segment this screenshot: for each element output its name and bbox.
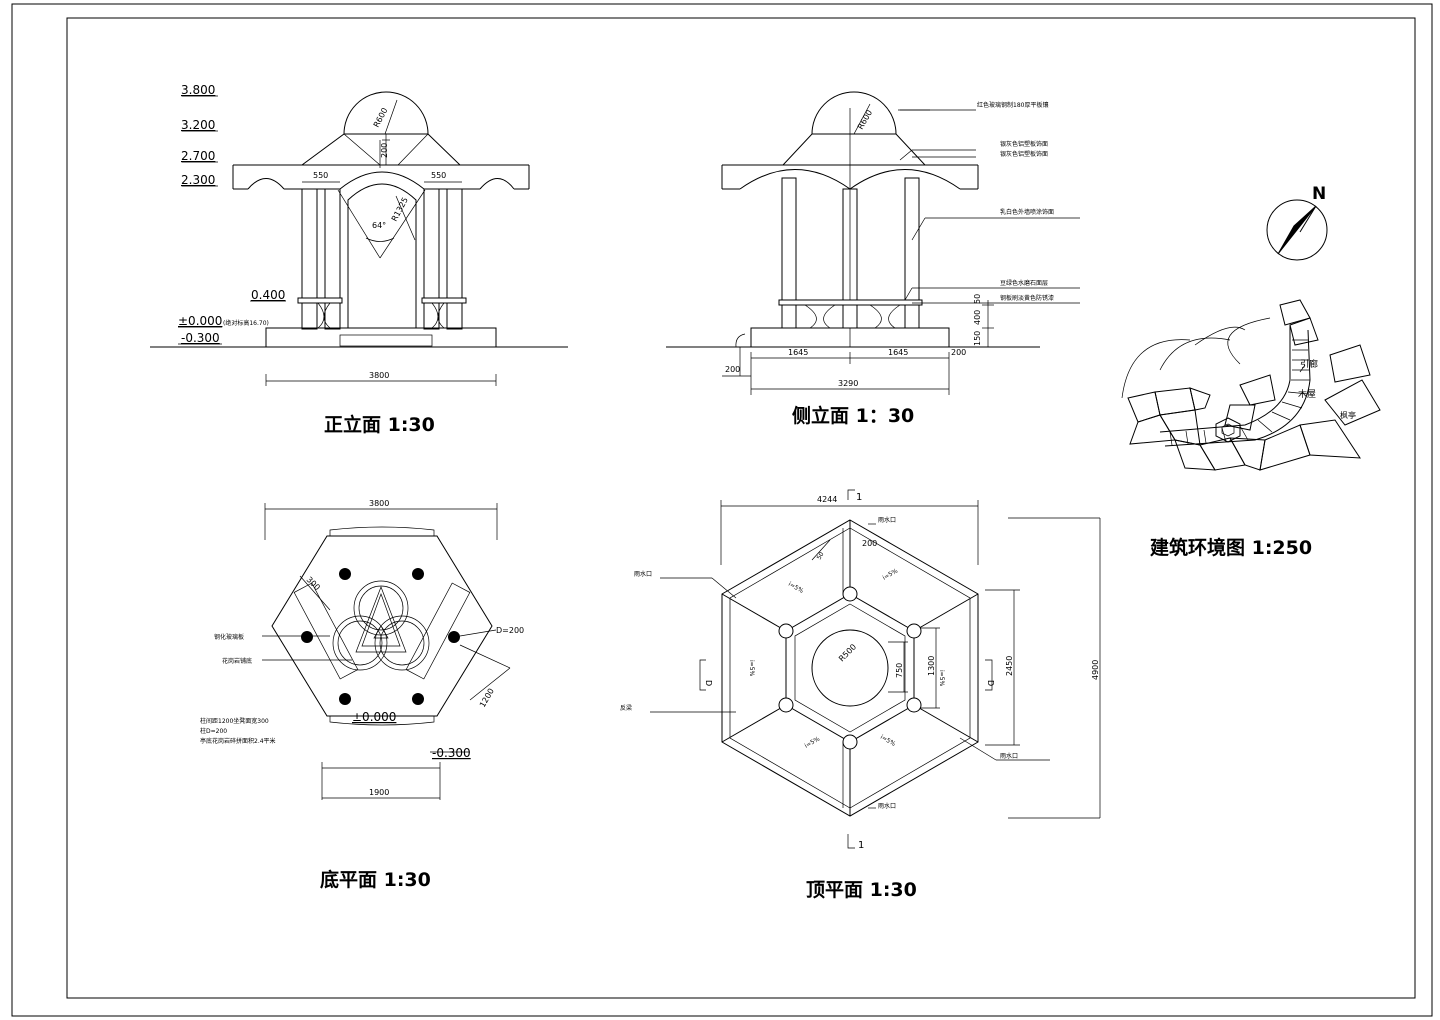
level-0000: ±0.000 (178, 314, 222, 328)
plan-d300: 300 (305, 575, 322, 592)
plan-note-2: 柱D=200 (200, 727, 227, 735)
site-plan-title: 建筑环境图 1:250 (1150, 536, 1312, 559)
site-label-pavilion: 枫亭 (1340, 410, 1356, 420)
front-r1325: R1325 (390, 196, 410, 223)
roof-d4900: 4900 (1091, 660, 1100, 680)
plan-note-1: 柱间距1200坐凳面宽300 (200, 717, 269, 725)
site-plan (1121, 299, 1381, 471)
roof-slope-2: i=5% (882, 567, 900, 581)
front-d200: 200 (380, 143, 389, 158)
level-3800: 3.800 (181, 83, 215, 97)
front-angle: 64° (372, 221, 386, 230)
front-d550-left: 550 (313, 171, 328, 180)
front-elevation-title: 正立面 1:30 (324, 413, 435, 436)
side-d50: 50 (973, 294, 982, 304)
base-plan-title: 底平面 1:30 (320, 868, 431, 891)
roof-section-top: 1 (856, 492, 862, 503)
roof-slope-5: i=5% (804, 735, 822, 749)
side-elevation (666, 91, 1080, 395)
roof-beam-label: 反梁 (620, 704, 632, 712)
north-label: N (1312, 184, 1326, 204)
plan-level-minus-0300: -0.300 (432, 746, 471, 760)
roof-plan-title: 顶平面 1:30 (806, 879, 917, 901)
roof-d-left: D (704, 680, 713, 686)
side-d400: 400 (973, 310, 982, 325)
side-note-2: 银灰色铝塑板饰面 (1000, 140, 1048, 148)
roof-d-right: D (986, 680, 995, 686)
roof-outlet-3: 雨水口 (1000, 752, 1018, 760)
side-d200-right: 200 (951, 348, 966, 357)
plan-note-3: 亭底花岗岩碎拼面积2.4平米 (200, 737, 276, 745)
level-3200: 3.200 (181, 118, 215, 132)
side-r600: R600 (856, 108, 874, 131)
level-0400: 0.400 (251, 288, 285, 302)
side-d1645-right: 1645 (888, 348, 908, 357)
level-minus-0300: -0.300 (181, 331, 220, 345)
level-2700: 2.700 (181, 149, 215, 163)
plan-label-granite: 花岗岩铺底 (222, 657, 252, 665)
plan-bottom-dim: 1900 (369, 788, 389, 797)
plan-level-0000: ±0.000 (352, 710, 396, 724)
roof-d2450: 2450 (1005, 656, 1014, 676)
plan-d1200: 1200 (478, 687, 496, 709)
roof-plan (650, 489, 1101, 849)
front-width: 3800 (369, 371, 389, 380)
front-d550-right: 550 (431, 171, 446, 180)
roof-outlet-1: 雨水口 (878, 516, 896, 524)
roof-d200: 200 (862, 539, 877, 548)
front-elevation (150, 91, 568, 386)
side-note-6: 钢板刷淡黄色防锈漆 (1000, 294, 1054, 302)
side-note-1: 红色玻璃钢制180厚平板镶 (977, 101, 1048, 109)
plan-label-glass: 钢化玻璃板 (214, 633, 244, 641)
site-label-corridor: 引廊 (1300, 358, 1318, 370)
roof-outlet-4: 雨水口 (878, 802, 896, 810)
level-note: (绝对标高16.70) (223, 319, 269, 327)
plan-top-dim: 3800 (369, 499, 389, 508)
level-2300: 2.300 (181, 173, 215, 187)
side-d200-left: 200 (725, 365, 740, 374)
roof-slope-1: i=5% (787, 581, 805, 595)
roof-slope-3: i=5% (938, 670, 945, 687)
roof-d50: 50 (816, 551, 826, 561)
side-note-5: 豆绿色水磨石面层 (1000, 279, 1048, 287)
plan-dia: D=200 (496, 626, 524, 635)
roof-section-bottom: 1 (858, 840, 864, 851)
roof-slope-4: i=5% (879, 734, 897, 748)
roof-d750: 750 (895, 663, 904, 678)
site-label-cabin: 木屋 (1298, 388, 1316, 400)
side-d150: 150 (973, 331, 982, 346)
roof-slope-6: i=5% (748, 660, 755, 677)
roof-r500: R500 (837, 642, 858, 663)
side-note-3: 银灰色铝塑板饰面 (1000, 150, 1048, 158)
side-total: 3290 (838, 379, 858, 388)
side-d1645-left: 1645 (788, 348, 808, 357)
north-arrow-icon (1266, 199, 1328, 261)
base-plan (262, 503, 511, 800)
roof-top-dim: 4244 (817, 495, 837, 504)
inner-frame (66, 17, 1416, 999)
front-r600: R600 (372, 106, 390, 129)
roof-outlet-2: 雨水口 (634, 570, 652, 578)
outer-frame (11, 3, 1433, 1017)
side-note-4: 乳白色外墙喷涂饰面 (1000, 208, 1054, 216)
roof-d1300: 1300 (927, 656, 936, 676)
side-elevation-title: 侧立面 1：30 (792, 404, 914, 427)
